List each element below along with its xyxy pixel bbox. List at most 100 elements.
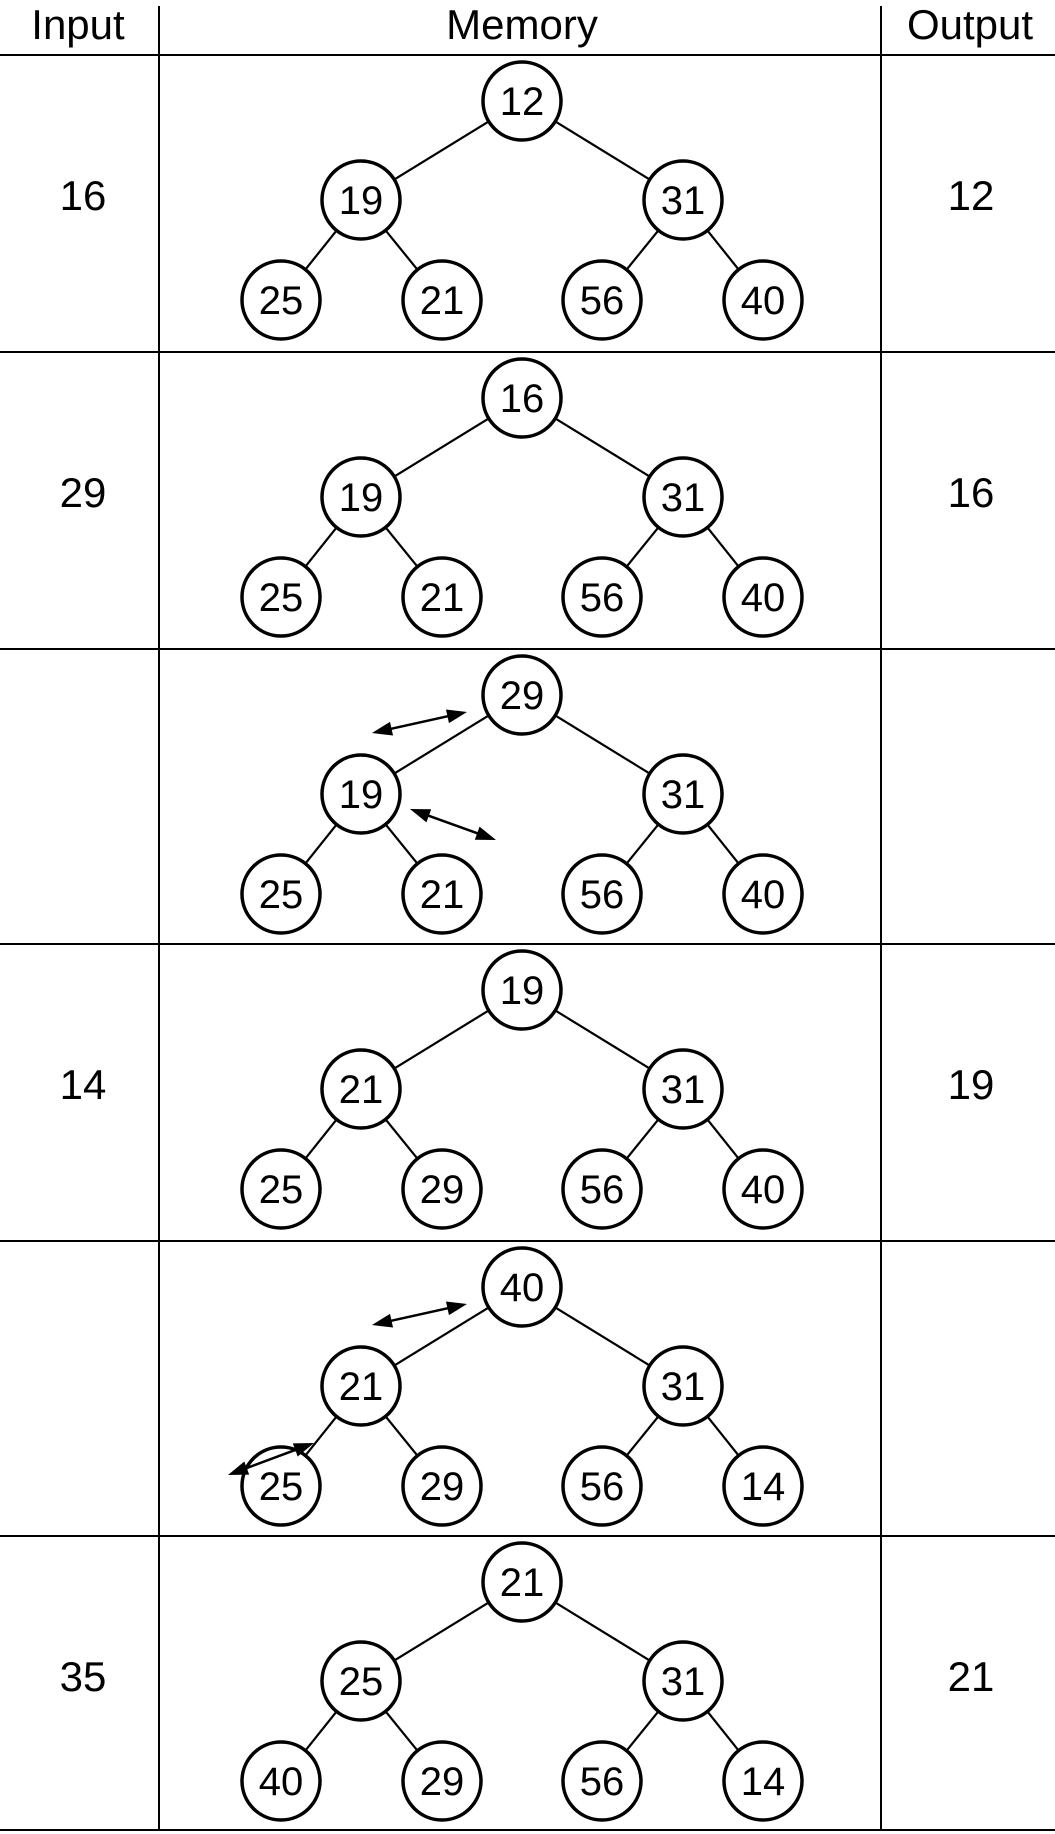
- heap-node: 40: [722, 853, 804, 935]
- tree-edge: [625, 526, 660, 568]
- tree-edge: [393, 1601, 490, 1662]
- node-value: 29: [420, 1760, 465, 1804]
- tree-edge: [393, 120, 490, 181]
- node-circle: [320, 1345, 402, 1427]
- node-circle: [642, 753, 724, 835]
- heap-node: 40: [722, 1148, 804, 1230]
- node-circle: [240, 259, 322, 341]
- node-value: 29: [500, 674, 545, 718]
- node-circle: [481, 949, 563, 1031]
- heap-node: 40: [240, 1740, 322, 1822]
- tree-edge: [304, 1710, 338, 1752]
- heap-tree: 40 21 31 25 29 56 14: [228, 1246, 804, 1527]
- output-value: 16: [948, 469, 995, 516]
- node-value: 31: [661, 476, 706, 520]
- heap-node: 40: [722, 259, 804, 341]
- node-value: 21: [339, 1365, 384, 1409]
- heap-node: 31: [642, 456, 724, 538]
- node-value: 25: [259, 1168, 304, 1212]
- heap-node: 19: [320, 753, 402, 835]
- tree-edge: [304, 823, 338, 865]
- node-circle: [561, 1148, 643, 1230]
- input-value: 16: [60, 172, 107, 219]
- tree-edge: [625, 1118, 660, 1160]
- tree-edge: [393, 1306, 490, 1367]
- tree-edge: [393, 417, 490, 478]
- node-value: 29: [420, 1465, 465, 1509]
- node-circle: [561, 1445, 643, 1527]
- input-value: 35: [60, 1653, 107, 1700]
- tree-edge: [384, 1118, 419, 1160]
- heap-node: 25: [320, 1640, 402, 1722]
- tree-edge: [554, 120, 651, 181]
- table-row: 40 21 31 25 29 56 14: [228, 1246, 804, 1527]
- tree-edge: [304, 1118, 338, 1160]
- swap-arrow: [410, 809, 496, 840]
- tree-edge: [304, 229, 338, 271]
- node-value: 25: [259, 279, 304, 323]
- heap-node: 29: [401, 1148, 483, 1230]
- node-circle: [722, 556, 804, 638]
- tree-edge: [384, 229, 419, 271]
- heap-node: 16: [481, 357, 563, 439]
- heap-node: 19: [481, 949, 563, 1031]
- node-circle: [401, 1445, 483, 1527]
- tree-edge: [554, 714, 651, 775]
- node-circle: [481, 1541, 563, 1623]
- tree-edge: [393, 1009, 490, 1070]
- node-circle: [401, 556, 483, 638]
- node-value: 19: [500, 969, 545, 1013]
- tree-edge: [393, 714, 490, 775]
- node-value: 19: [339, 773, 384, 817]
- node-circle: [401, 1740, 483, 1822]
- heap-node: 31: [642, 1345, 724, 1427]
- tree-edge: [554, 417, 651, 478]
- node-circle: [642, 1048, 724, 1130]
- output-value: 21: [948, 1653, 995, 1700]
- node-value: 21: [420, 576, 465, 620]
- heap-node: 19: [320, 159, 402, 241]
- node-circle: [642, 159, 724, 241]
- tree-edge: [554, 1306, 651, 1367]
- output-value: 19: [948, 1061, 995, 1108]
- tree-edge: [706, 229, 740, 271]
- heap-node: 19: [320, 456, 402, 538]
- swap-arrow: [372, 709, 467, 736]
- input-value: 29: [60, 469, 107, 516]
- heap-node: 21: [401, 259, 483, 341]
- tree-edge: [706, 1415, 740, 1457]
- heap-node: 56: [561, 853, 643, 935]
- swap-arrow: [372, 1301, 467, 1328]
- heap-node: 25: [240, 556, 322, 638]
- heap-node: 14: [722, 1445, 804, 1527]
- node-circle: [642, 1345, 724, 1427]
- heap-node: 40: [722, 556, 804, 638]
- heap-node: 56: [561, 1445, 643, 1527]
- node-value: 31: [661, 179, 706, 223]
- node-value: 40: [500, 1266, 545, 1310]
- node-circle: [561, 259, 643, 341]
- tree-edge: [706, 526, 740, 568]
- tree-edge: [625, 1710, 660, 1752]
- tree-edge: [554, 1009, 651, 1070]
- node-value: 56: [580, 1168, 625, 1212]
- tree-edge: [625, 823, 660, 865]
- heap-node: 25: [240, 1445, 322, 1527]
- heap-node: 56: [561, 1148, 643, 1230]
- input-column-header: Input: [31, 1, 125, 48]
- node-circle: [320, 753, 402, 835]
- node-circle: [401, 259, 483, 341]
- heap-node: 25: [240, 1148, 322, 1230]
- heap-node: 29: [481, 654, 563, 736]
- node-value: 56: [580, 1465, 625, 1509]
- heap-node: 21: [401, 853, 483, 935]
- node-value: 40: [741, 576, 786, 620]
- node-circle: [320, 456, 402, 538]
- tree-edge: [384, 1415, 419, 1457]
